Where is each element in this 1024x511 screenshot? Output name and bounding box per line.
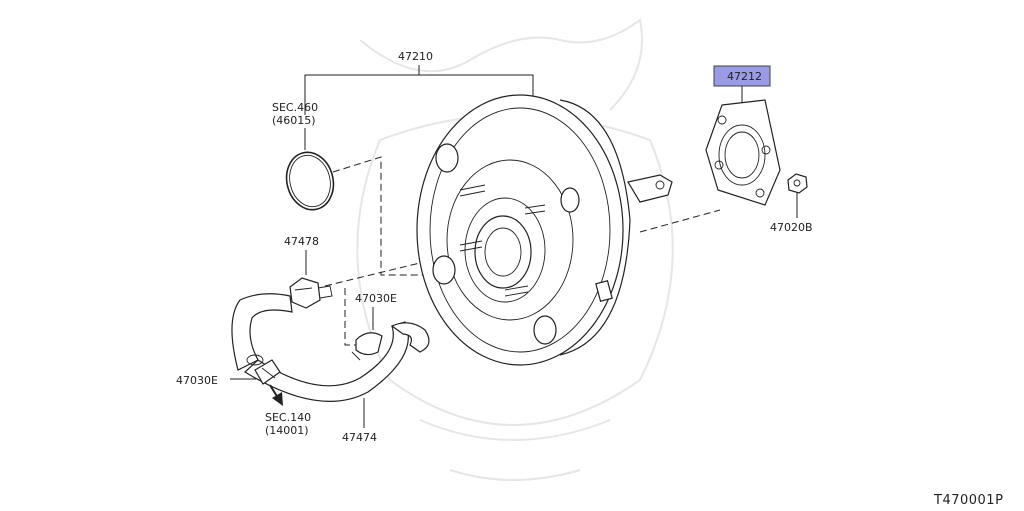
gasket-part-number[interactable]: 47212 xyxy=(727,70,762,83)
clamp-lower[interactable] xyxy=(254,359,281,385)
o-ring[interactable] xyxy=(281,147,340,214)
clamp-lower-part-number[interactable]: 47030E xyxy=(176,374,218,387)
sec140-arrow xyxy=(269,384,283,406)
brake-booster-body[interactable] xyxy=(416,94,673,366)
diagram-code: T470001P xyxy=(933,493,1003,508)
nut[interactable] xyxy=(787,173,808,194)
booster-assembly-leader xyxy=(304,65,534,115)
nut-part-number[interactable]: 47020B xyxy=(770,221,813,234)
check-valve-part-number[interactable]: 47478 xyxy=(284,235,319,248)
vacuum-hose[interactable] xyxy=(231,293,430,402)
sec140-reference-code[interactable]: (14001) xyxy=(265,424,309,437)
sec140-reference[interactable]: SEC.140 xyxy=(265,411,311,424)
clamp-upper[interactable] xyxy=(351,332,383,361)
clamp-upper-part-number[interactable]: 47030E xyxy=(355,292,397,305)
sec460-reference-code[interactable]: (46015) xyxy=(272,114,316,127)
vacuum-hose-part-number[interactable]: 47474 xyxy=(342,431,377,444)
booster-assembly-part-number[interactable]: 47210 xyxy=(398,50,433,63)
check-valve[interactable] xyxy=(289,277,333,309)
sec460-reference[interactable]: SEC.460 xyxy=(272,101,318,114)
gasket[interactable] xyxy=(705,99,781,206)
